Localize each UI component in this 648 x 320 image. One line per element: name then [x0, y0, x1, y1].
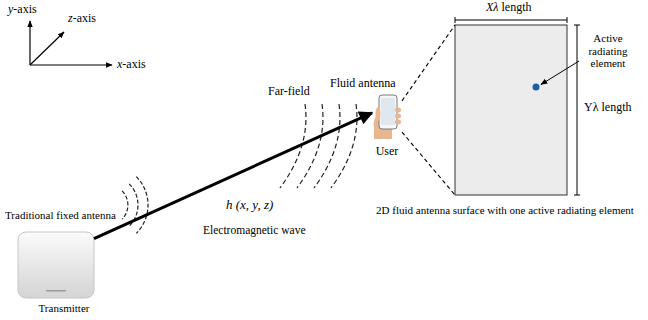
- wave-front: [314, 104, 340, 188]
- wave-arc: [136, 177, 148, 234]
- radiating-element-dot: [533, 84, 540, 91]
- hand-finger: [395, 120, 401, 125]
- annotation-label: Electromagnetic wave: [203, 224, 306, 237]
- router-body: [18, 232, 94, 298]
- phone-screen: [381, 98, 395, 125]
- connector: [402, 25, 455, 101]
- far-field-waves: [280, 104, 357, 188]
- hand-finger: [395, 114, 401, 119]
- leader-line: [541, 61, 579, 85]
- hand-thumb: [376, 107, 381, 121]
- dimension-line: [455, 20, 567, 21]
- node-label: 2D fluid antenna surface with one active…: [370, 204, 640, 217]
- phone-body: [379, 95, 397, 129]
- illustrated-node: 2D fluid antenna surface with one active…: [455, 25, 567, 195]
- dimension-line: [577, 25, 578, 195]
- dimension-tick: [567, 17, 568, 23]
- x-axis-line: [30, 64, 112, 65]
- z-axis-line: [30, 32, 64, 65]
- surface-rect: [455, 25, 567, 195]
- node-label: Transmitter: [4, 302, 124, 315]
- annotation-label: Yλ length: [584, 101, 631, 115]
- user-hand-phone: [374, 95, 401, 139]
- annotation-label: x-axis: [117, 58, 146, 72]
- y-axis-line: [29, 21, 30, 65]
- dimension-tick: [455, 17, 456, 23]
- wave-arc: [122, 191, 128, 219]
- router-light: [46, 290, 66, 292]
- illustrated-node: Traditional fixed antennaTransmitter: [18, 232, 94, 298]
- illustrated-node: Fluid antennaUser: [372, 93, 402, 139]
- connector: [94, 113, 372, 239]
- annotation-label: Far-field: [268, 85, 310, 99]
- node-label: Fluid antenna: [330, 77, 410, 91]
- annotation-label: Active radiating element: [582, 32, 634, 70]
- node-label: Traditional fixed antenna: [5, 209, 155, 222]
- dimension-tick: [574, 195, 580, 196]
- annotation-label: h (x, y, z): [226, 198, 273, 213]
- axes: [30, 21, 112, 65]
- annotation-label: y-axis: [8, 3, 37, 17]
- router-icon: [18, 232, 94, 298]
- hand-finger: [395, 108, 401, 113]
- wave-front: [331, 104, 357, 188]
- dimension-tick: [574, 25, 580, 26]
- antenna-surface: [455, 17, 580, 195]
- node-label: User: [357, 145, 417, 159]
- zoom-line: [402, 132, 455, 195]
- annotation-label: Xλ length: [486, 1, 532, 15]
- annotation-label: z-axis: [68, 12, 96, 26]
